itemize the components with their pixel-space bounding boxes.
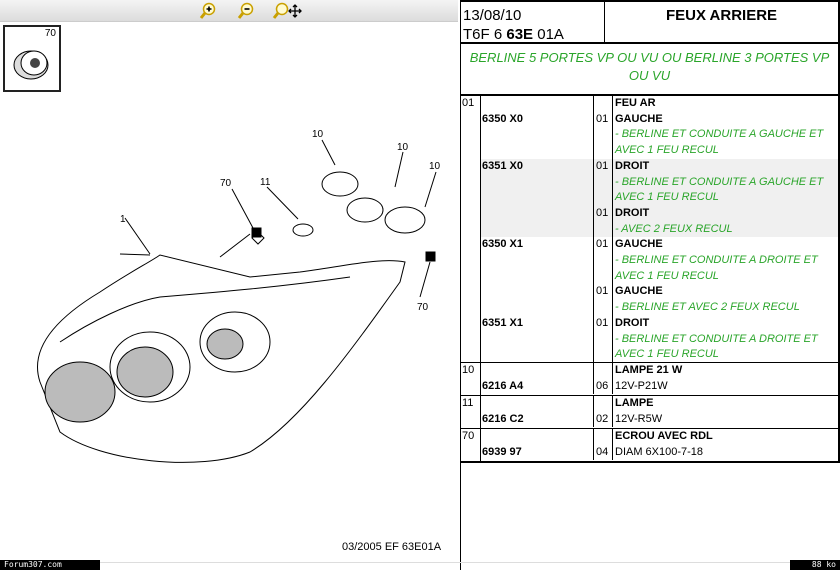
parts-table: 13/08/10 T6F 6 63E 01A FEUX ARRIERE BERL… xyxy=(461,0,840,463)
part-number: 6351 X0 xyxy=(481,158,594,206)
part-number: 6350 X1 xyxy=(481,237,594,285)
part-number: 6350 X0 xyxy=(481,111,594,159)
zoom-out-icon[interactable] xyxy=(234,1,258,21)
callout-1: 1 xyxy=(120,214,126,225)
ref-number: 10 xyxy=(461,363,481,395)
part-number: 6351 X1 xyxy=(481,315,594,363)
quantity: 02 xyxy=(594,411,613,428)
part-condition: - BERLINE ET CONDUITE A GAUCHE ET AVEC 1… xyxy=(615,175,824,204)
part-name: DROIT xyxy=(615,206,650,219)
table-header: 13/08/10 T6F 6 63E 01A FEUX ARRIERE xyxy=(461,0,838,44)
part-name: DROIT xyxy=(615,159,650,172)
part-spec: DIAM 6X100-7-18 xyxy=(615,445,704,458)
callout-11: 11 xyxy=(260,177,271,188)
quantity: 01 xyxy=(594,237,613,285)
applicability: BERLINE 5 PORTES VP OU VU OU BERLINE 3 P… xyxy=(461,44,838,96)
part-condition: - BERLINE ET CONDUITE A DROITE ET AVEC 1… xyxy=(615,332,818,361)
diagram-toolbar xyxy=(0,0,458,22)
part-name: LAMPE 21 W xyxy=(615,364,683,376)
part-number: 6939 97 xyxy=(481,444,594,461)
part-condition: - BERLINE ET AVEC 2 FEUX RECUL xyxy=(615,301,800,314)
callout-70: 70 xyxy=(417,302,429,313)
quantity: 01 xyxy=(594,284,613,316)
quantity: 01 xyxy=(594,205,613,238)
part-spec: 12V-R5W xyxy=(615,412,663,425)
part-spec: 12V-P21W xyxy=(615,379,668,392)
file-size: 88 ko xyxy=(790,560,840,570)
page-title: FEUX ARRIERE xyxy=(665,7,778,24)
part-number: 6216 A4 xyxy=(481,378,594,395)
quantity: 06 xyxy=(594,378,613,395)
part-name: GAUCHE xyxy=(615,112,663,125)
divider xyxy=(460,0,461,570)
callout-70: 70 xyxy=(220,178,232,189)
quantity: 01 xyxy=(594,315,613,363)
part-name: LAMPE xyxy=(615,397,654,409)
zoom-pan-icon[interactable] xyxy=(272,1,302,21)
tail-lamp-drawing: 1 70 11 10 10 10 70 xyxy=(37,129,441,463)
site-label: Forum307.com xyxy=(0,560,100,570)
date: 13/08/10 xyxy=(463,7,522,24)
part-name: GAUCHE xyxy=(615,285,663,298)
callout-10: 10 xyxy=(429,161,441,172)
ref-number: 11 xyxy=(461,396,481,428)
ref-number: 70 xyxy=(461,429,481,461)
quantity: 01 xyxy=(594,111,613,159)
part-name: DROIT xyxy=(615,316,650,329)
part-number xyxy=(481,284,594,316)
diagram-caption: 03/2005 EF 63E01A xyxy=(342,541,442,553)
catalog-code: T6F 6 63E 01A xyxy=(463,26,564,43)
part-condition: - BERLINE ET CONDUITE A DROITE ET AVEC 1… xyxy=(615,254,818,282)
callout-10: 10 xyxy=(312,129,324,140)
callout-10: 10 xyxy=(397,142,409,153)
part-number: 6216 C2 xyxy=(481,411,594,428)
part-name: ECROU AVEC RDL xyxy=(615,430,713,442)
part-number xyxy=(481,205,594,238)
zoom-in-icon[interactable] xyxy=(196,1,220,21)
part-condition: - BERLINE ET CONDUITE A GAUCHE ET AVEC 1… xyxy=(615,128,824,157)
part-condition: - AVEC 2 FEUX RECUL xyxy=(615,222,733,235)
quantity: 04 xyxy=(594,444,613,461)
status-line xyxy=(100,562,790,563)
part-name: GAUCHE xyxy=(615,238,663,251)
quantity: 01 xyxy=(594,158,613,206)
nut-thumbnail[interactable]: 70 xyxy=(3,25,61,92)
nut-icon xyxy=(13,50,49,80)
diagram-panel: 70 1 70 11 10 10 10 70 03/2005 EF 63E01A xyxy=(0,0,458,553)
